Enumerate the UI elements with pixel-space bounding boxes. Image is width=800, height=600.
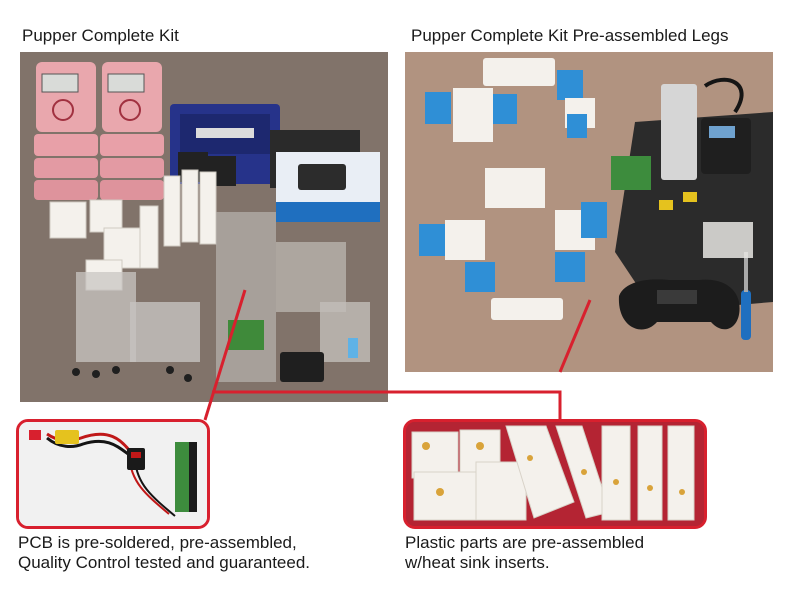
pcb-callout-line-1: PCB is pre-soldered, pre-assembled, <box>18 533 297 552</box>
leg-assembly-rear-left <box>419 168 563 320</box>
plastic-parts-zoom-callout <box>403 419 707 529</box>
leg-assembly-rear-right <box>555 202 607 282</box>
plastic-callout-line-1: Plastic parts are pre-assembled <box>405 533 645 552</box>
plastic-callout-line-2: w/heat sink inserts. <box>405 553 550 572</box>
right-photo-title: Pupper Complete Kit Pre-assembled Legs <box>411 26 729 45</box>
left-photo-title: Pupper Complete Kit <box>22 26 179 45</box>
plastic-parts-pile <box>49 169 217 291</box>
pcb-callout-line-2: Quality Control tested and guaranteed. <box>18 553 311 572</box>
kit-contents-photo <box>20 52 388 402</box>
plastic-callout-text: Plastic parts are pre-assembled w/heat s… <box>405 533 644 573</box>
screwdriver-icon <box>741 252 751 340</box>
leg-assembly-front-right <box>557 70 595 138</box>
assembled-legs-photo <box>405 52 773 372</box>
pcb-zoom-callout <box>16 419 210 529</box>
battery-pack-stack <box>34 62 164 200</box>
pcb-callout-text: PCB is pre-soldered, pre-assembled, Qual… <box>18 533 310 573</box>
charger-box <box>276 152 380 222</box>
game-controller-icon <box>618 279 740 330</box>
leg-assembly-front-left <box>425 58 555 142</box>
